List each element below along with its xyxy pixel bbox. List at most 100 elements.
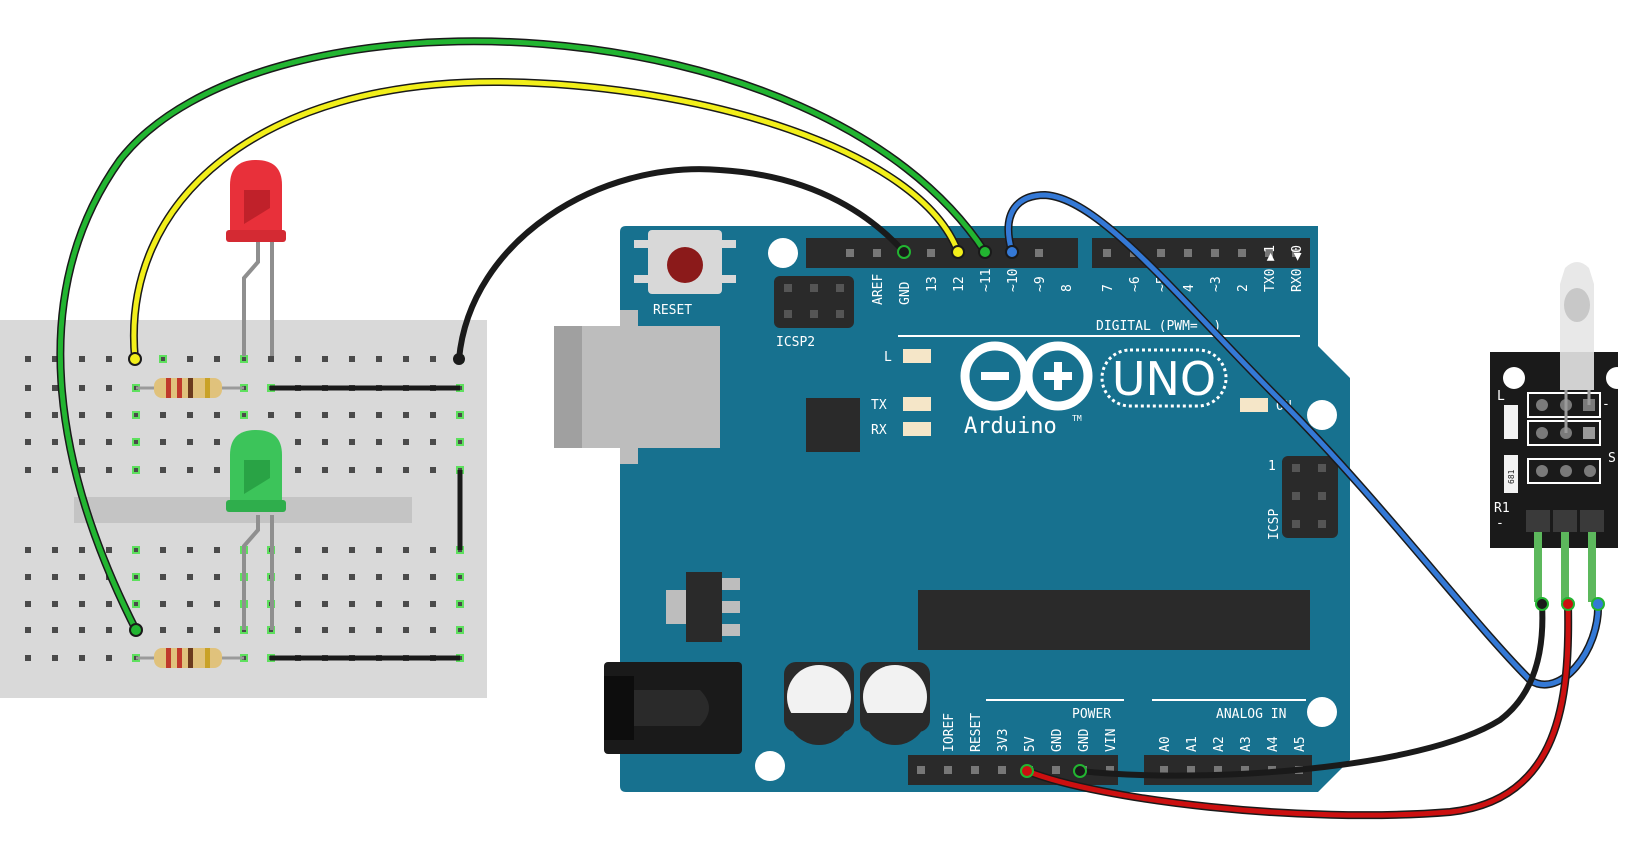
sensor-pin-minus-label: - (1496, 516, 1504, 531)
led-tx-indicator (903, 397, 931, 411)
reset-label: RESET (653, 303, 692, 318)
breadboard-hole (52, 601, 58, 607)
breadboard-hole (456, 573, 464, 581)
breadboard-hole (132, 466, 140, 474)
digital-pin-label: ~10 (1006, 269, 1021, 292)
analog-pin-label: A4 (1266, 736, 1281, 752)
breadboard-hole (52, 467, 58, 473)
breadboard-hole (187, 574, 193, 580)
breadboard-hole (349, 601, 355, 607)
breadboard-hole (25, 439, 31, 445)
breadboard-hole (240, 411, 248, 419)
breadboard-hole (322, 467, 328, 473)
breadboard-hole (376, 467, 382, 473)
led-rx-indicator (903, 422, 931, 436)
header-pin (1214, 766, 1222, 774)
analog-pin-label: A5 (1293, 736, 1308, 752)
breadboard-hole (160, 627, 166, 633)
breadboard-hole (214, 467, 220, 473)
mounting-hole (768, 238, 798, 268)
breadboard-hole (214, 412, 220, 418)
digital-pin-label: ~3 (1209, 276, 1224, 292)
led-on-indicator (1240, 398, 1268, 412)
digital-pin (927, 249, 935, 257)
breadboard-hole (268, 356, 274, 362)
power-pin-label: 3V3 (996, 729, 1011, 752)
breadboard-hole (106, 467, 112, 473)
breadboard-hole (322, 547, 328, 553)
breadboard-hole (187, 356, 193, 362)
breadboard-hole (52, 412, 58, 418)
breadboard-hole (430, 627, 436, 633)
breadboard-hole (376, 601, 382, 607)
led-red (226, 160, 286, 356)
digital-pin-label: GND (898, 281, 913, 305)
icsp2-label: ICSP2 (776, 335, 815, 350)
sensor-pin-s-label: S (1620, 519, 1628, 534)
wire-black-gnd (456, 166, 907, 362)
breadboard-hole (295, 356, 301, 362)
breadboard-hole (25, 385, 31, 391)
header-pin (1052, 766, 1060, 774)
sensor-label-l: L (1497, 389, 1505, 404)
led-l-indicator (903, 349, 931, 363)
breadboard-hole (132, 411, 140, 419)
mounting-hole (1307, 697, 1337, 727)
breadboard-hole (322, 601, 328, 607)
breadboard-hole (214, 547, 220, 553)
breadboard-hole (160, 467, 166, 473)
arduino-logo (960, 341, 1228, 411)
breadboard-hole (376, 627, 382, 633)
breadboard-hole (403, 627, 409, 633)
breadboard-hole (79, 601, 85, 607)
digital-pin-label: 12 (952, 276, 967, 292)
resistor-bottom (136, 648, 244, 668)
header-pin (917, 766, 925, 774)
breadboard-hole (376, 356, 382, 362)
digital-pin-label: 8 (1060, 284, 1075, 292)
breadboard-hole (430, 439, 436, 445)
breadboard-hole (214, 601, 220, 607)
breadboard-hole (52, 574, 58, 580)
power-pin-label: IOREF (942, 713, 957, 752)
digital-pin-label: TX0 ▶1 (1263, 245, 1278, 292)
breadboard-hole (403, 601, 409, 607)
header-pin (1241, 766, 1249, 774)
breadboard-hole (403, 412, 409, 418)
breadboard-hole (295, 467, 301, 473)
analog-in-label: ANALOG IN (1216, 707, 1286, 722)
power-pin-label: 5V (1023, 736, 1038, 752)
breadboard-hole (79, 547, 85, 553)
breadboard-hole (79, 655, 85, 661)
breadboard-hole (52, 356, 58, 362)
breadboard-hole (430, 356, 436, 362)
icsp-label: ICSP (1267, 509, 1282, 540)
breadboard-hole (106, 412, 112, 418)
led-tx-label: TX (871, 398, 887, 413)
digital-pin-label: RX0 ◀0 (1290, 245, 1305, 292)
mounting-hole (755, 751, 785, 781)
reset-button[interactable] (634, 230, 736, 294)
header-pin (1106, 766, 1114, 774)
breadboard-hole (160, 601, 166, 607)
breadboard-hole (25, 601, 31, 607)
breadboard-hole (79, 574, 85, 580)
header-pin (998, 766, 1006, 774)
breadboard-hole (187, 467, 193, 473)
breadboard-hole (214, 439, 220, 445)
tilt-sensor-module: 681 L S R1 - - S (1490, 262, 1628, 602)
breadboard-hole (79, 385, 85, 391)
digital-pin (873, 249, 881, 257)
atmega-chip (918, 590, 1310, 650)
digital-pin-label: 13 (925, 276, 940, 292)
breadboard-hole (322, 439, 328, 445)
breadboard-hole (106, 627, 112, 633)
digital-pin (1265, 249, 1273, 257)
digital-pin (1184, 249, 1192, 257)
breadboard-hole (106, 547, 112, 553)
led-l-label: L (884, 350, 892, 365)
breadboard-hole (322, 574, 328, 580)
breadboard-hole (132, 573, 140, 581)
